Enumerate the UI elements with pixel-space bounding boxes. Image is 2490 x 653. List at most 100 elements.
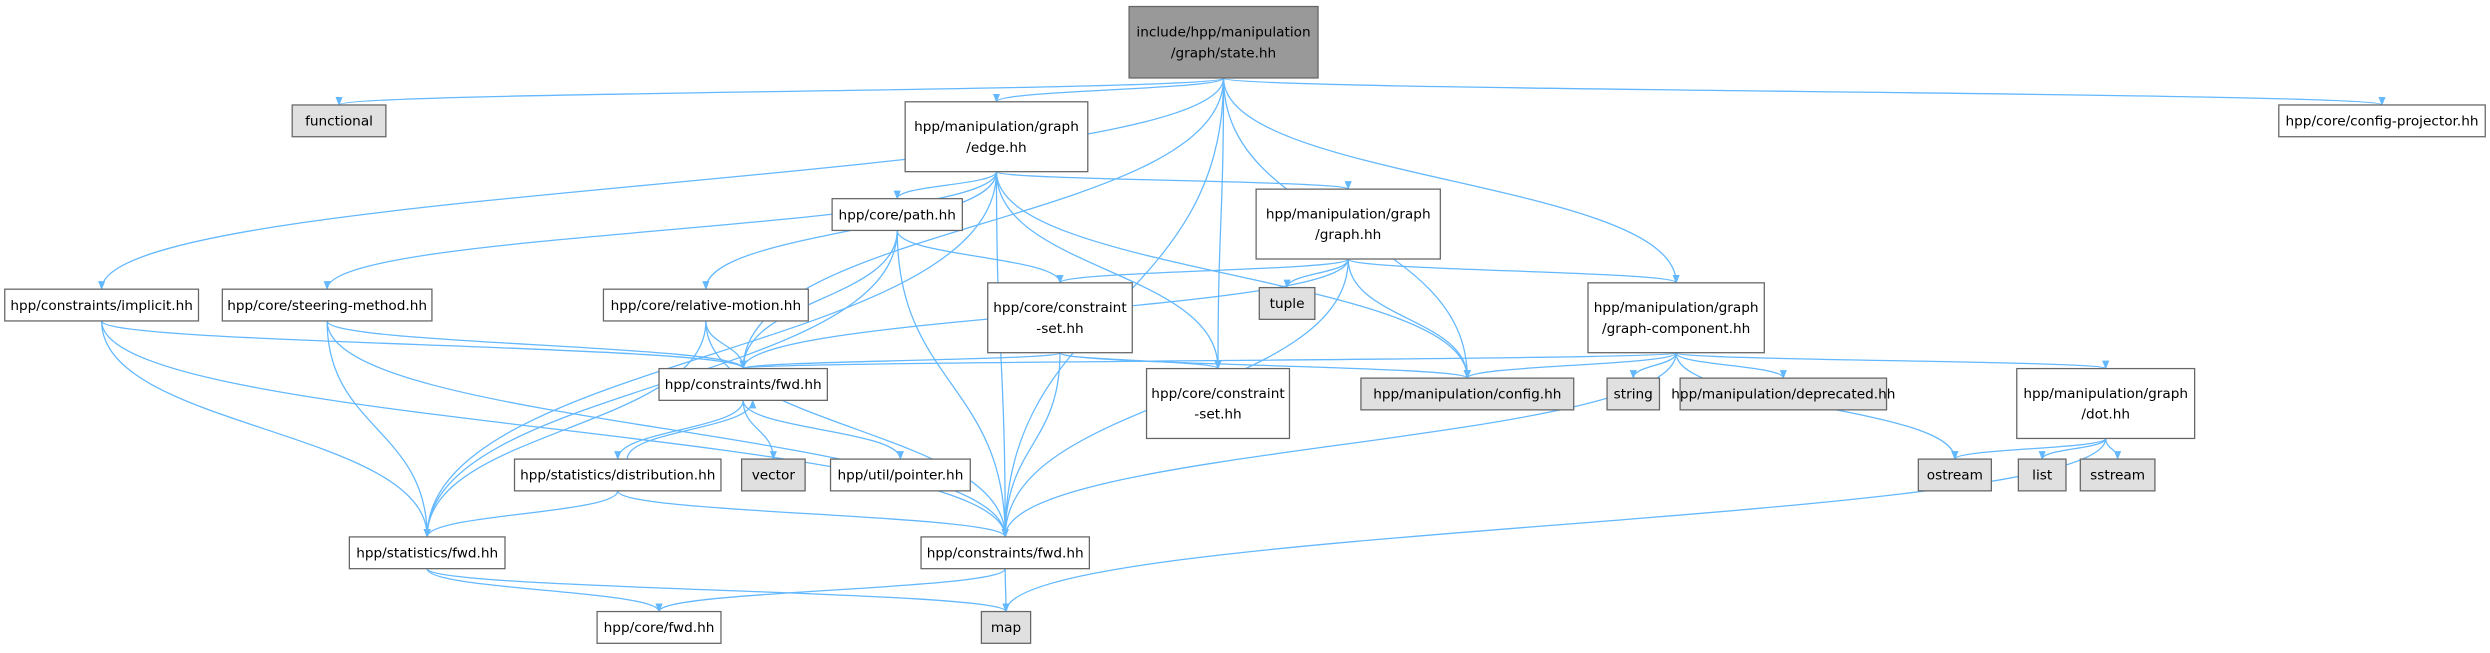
node-steering[interactable]: hpp/core/steering-method.hh [221,288,433,322]
dependency-edge-path-to-constraints-fwd-b [896,230,1009,538]
dependency-edge-edge-to-statistics-fwd [423,171,998,538]
dependency-edge-dot-to-sstream [2105,438,2122,460]
dependency-edge-edge-to-steering [323,171,998,291]
dependency-edge-implicit-to-constraints-fwd-a [100,320,747,370]
node-box [1255,188,1441,260]
node-box [221,288,433,322]
node-constraints-fwd-a[interactable]: hpp/constraints/fwd.hh [658,367,828,401]
dependency-edge-graph-to-constraint-set-a [1056,258,1349,284]
node-label: hpp/statistics/fwd.hh [356,546,498,562]
dependency-edge-implicit-to-constraints-fwd-b [100,320,1009,538]
node-label: vector [752,468,796,484]
dependency-edge-distribution-to-constraints-fwd-a [626,399,757,460]
node-label: list [2032,468,2053,484]
node-dot[interactable]: hpp/manipulation/graph/dot.hh [2016,367,2196,440]
dependency-edge-graph-to-manip-config [1347,259,1471,379]
dependency-edge-constraints-fwd-b-to-map [1002,568,1010,613]
dependency-edge-edge-to-path [893,171,998,200]
dependency-edge-steering-to-constraints-fwd-b [326,320,1009,538]
node-label: hpp/manipulation/graph [1266,207,1431,223]
node-label: hpp/core/constraint [993,300,1127,316]
node-statistics-fwd[interactable]: hpp/statistics/fwd.hh [348,536,506,570]
dependency-edge-state-to-implicit [98,77,1225,291]
node-label: /graph-component.hh [1602,321,1750,337]
node-label: functional [305,114,373,130]
node-constraints-fwd-b[interactable]: hpp/constraints/fwd.hh [920,536,1091,570]
node-label: hpp/core/constraint [1151,386,1285,402]
node-box [920,536,1091,570]
node-label: tuple [1270,296,1305,312]
node-tuple: tuple [1258,286,1316,320]
node-relative-motion[interactable]: hpp/core/relative-motion.hh [602,288,809,322]
node-path[interactable]: hpp/core/path.hh [831,198,963,232]
node-label: hpp/manipulation/config.hh [1373,387,1561,403]
node-label: hpp/core/path.hh [839,207,956,223]
node-box [1679,377,1888,411]
node-box [2017,458,2067,492]
node-label: hpp/core/fwd.hh [604,620,715,636]
node-label: -set.hh [1036,321,1083,337]
dependency-edge-edge-to-constraints-fwd-b [995,171,1009,538]
node-box [596,610,722,644]
node-label: hpp/constraints/fwd.hh [927,546,1084,562]
dependency-edge-graph-component-to-string [1629,352,1677,379]
node-box [348,536,506,570]
dependency-edge-statistics-fwd-to-core-fwd [426,568,663,613]
node-ostream: ostream [1917,458,1992,492]
dependency-edge-constraint-set-a-to-constraints-fwd-a [739,352,1061,370]
node-edge[interactable]: hpp/manipulation/graph/edge.hh [904,101,1089,173]
node-label: hpp/manipulation/graph [1594,300,1759,316]
node-label: -set.hh [1194,407,1241,423]
node-functional: functional [291,104,387,138]
node-distribution[interactable]: hpp/statistics/distribution.hh [513,458,722,492]
node-box [1258,286,1316,320]
node-label: /dot.hh [2081,407,2130,423]
dependency-edge-dot-to-list [2038,438,2107,460]
node-box [291,104,387,138]
node-label: string [1614,387,1653,403]
node-constraint-set-a[interactable]: hpp/core/constraint -set.hh [987,282,1133,354]
node-graph[interactable]: hpp/manipulation/graph/graph.hh [1255,188,1441,260]
dependency-edge-statistics-fwd-to-map [426,568,1010,613]
dependency-edge-graph-component-to-constraints-fwd-a [740,352,1677,370]
dependency-edge-path-to-constraints-fwd-a [739,230,898,370]
node-box [1606,377,1661,411]
node-implicit[interactable]: hpp/constraints/implicit.hh [4,288,200,322]
dependency-edge-constraint-set-a-to-constraints-fwd-b [1001,352,1061,538]
dependency-edge-graph-component-to-manip-config [1463,352,1677,379]
node-label: hpp/core/relative-motion.hh [611,298,801,314]
node-graph-component[interactable]: hpp/manipulation/graph/graph-component.h… [1587,282,1765,354]
dependency-edge-relative-motion-to-constraints-fwd-b [705,320,1009,538]
node-box [1587,282,1765,354]
node-config-projector[interactable]: hpp/core/config-projector.hh [2278,104,2486,138]
node-label: ostream [1927,468,1983,484]
dependency-edge-constraints-fwd-b-to-core-fwd [655,568,1006,613]
node-pointer[interactable]: hpp/util/pointer.hh [829,458,971,492]
node-map: map [980,610,1032,644]
dependency-edge-implicit-to-statistics-fwd [100,320,431,538]
node-box [1360,377,1575,411]
dependency-edge-dot-to-ostream [1951,437,2107,460]
dependency-edge-relative-motion-to-statistics-fwd [423,320,707,538]
node-state: include/hpp/manipulation/graph/state.hh [1128,5,1319,79]
dependency-edge-path-to-constraint-set-a [896,230,1064,284]
node-box [829,458,971,492]
node-label: hpp/constraints/implicit.hh [10,298,193,314]
node-label: sstream [2090,468,2145,484]
node-label: hpp/statistics/distribution.hh [520,468,715,484]
dependency-edge-edge-to-graph [995,171,1352,191]
node-box [904,101,1089,173]
node-box [1917,458,1992,492]
node-deprecated: hpp/manipulation/deprecated.hh [1671,377,1895,411]
dependency-edge-graph-component-to-dot [1675,352,2109,370]
edges-layer [98,77,2385,613]
node-constraint-set-b[interactable]: hpp/core/constraint -set.hh [1145,367,1291,440]
dependency-edge-graph-to-graph-component [1347,258,1680,284]
node-core-fwd[interactable]: hpp/core/fwd.hh [596,610,722,644]
node-box [602,288,809,322]
dependency-edge-steering-to-constraints-fwd-a [326,320,747,370]
node-label: hpp/manipulation/graph [914,119,1079,135]
dependency-edge-state-to-constraint-set-b [1214,77,1225,370]
dependency-edge-edge-to-manip-config [995,171,1471,379]
